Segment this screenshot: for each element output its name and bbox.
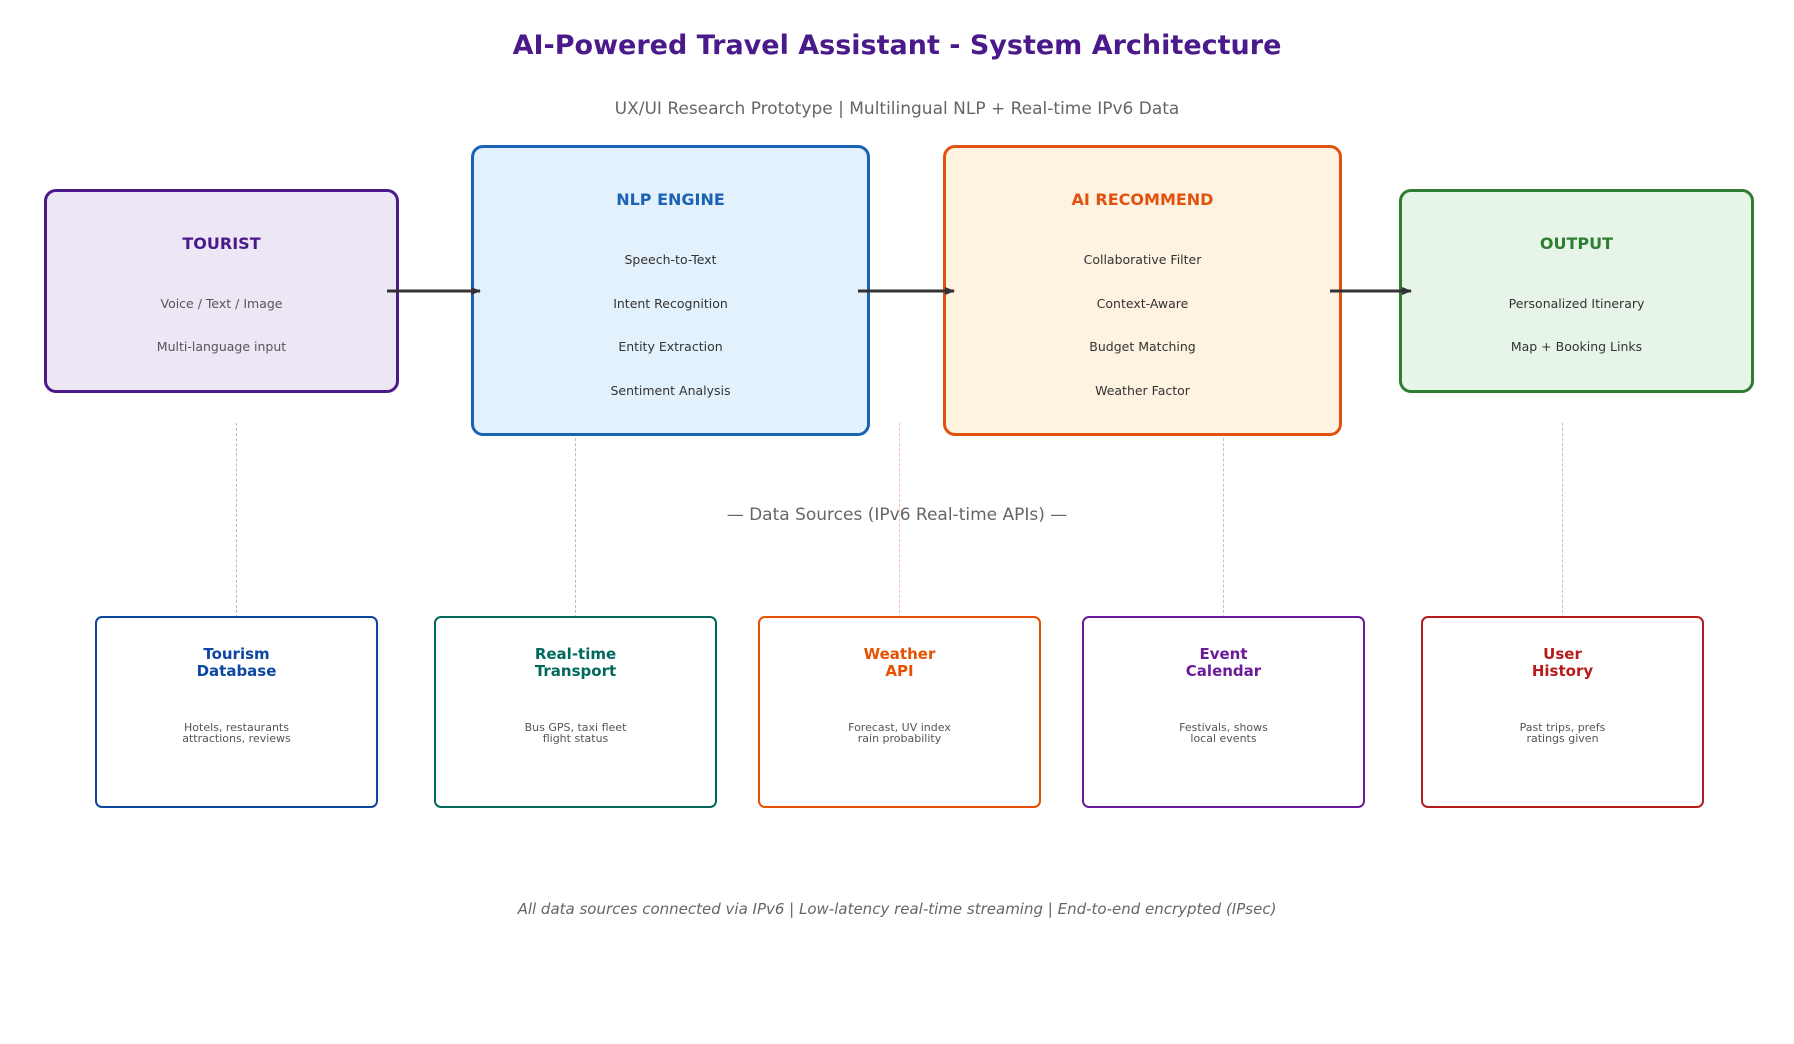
stage-item: Sentiment Analysis <box>610 383 731 398</box>
source-title: Real-time Transport <box>436 646 715 680</box>
stage-item: Map + Booking Links <box>1510 339 1643 354</box>
connector-weather <box>899 423 900 623</box>
stage-item: Personalized Itinerary <box>1508 296 1645 311</box>
source-realtime-transport: Real-time Transport Bus GPS, taxi fleet … <box>434 616 717 808</box>
source-desc-line: local events <box>1190 732 1257 745</box>
source-title-line: Real-time <box>534 645 617 663</box>
stage-ai-recommend: AI RECOMMEND Collaborative Filter Contex… <box>943 145 1342 436</box>
stage-nlp-engine: NLP ENGINE Speech-to-Text Intent Recogni… <box>471 145 870 436</box>
source-title-line: Tourism <box>203 645 270 663</box>
source-desc-line: Forecast, UV index <box>848 721 951 734</box>
connector-history <box>1562 423 1563 623</box>
stage-item: Intent Recognition <box>613 296 728 311</box>
source-title-line: Calendar <box>1185 662 1262 680</box>
data-sources-label: — Data Sources (IPv6 Real-time APIs) — <box>726 505 1068 525</box>
stage-title: NLP ENGINE <box>616 190 725 209</box>
stage-item: Multi-language input <box>156 339 287 354</box>
footer-note: All data sources connected via IPv6 | Lo… <box>517 900 1277 918</box>
stage-item: Entity Extraction <box>618 339 723 354</box>
stage-item: Collaborative Filter <box>1083 252 1202 267</box>
source-description: Bus GPS, taxi fleet flight status <box>436 722 715 744</box>
connector-transport <box>575 423 576 623</box>
source-description: Past trips, prefs ratings given <box>1423 722 1702 744</box>
source-event-calendar: Event Calendar Festivals, shows local ev… <box>1082 616 1365 808</box>
diagram-subtitle: UX/UI Research Prototype | Multilingual … <box>614 99 1180 119</box>
source-title-line: Event <box>1199 645 1248 663</box>
source-tourism-database: Tourism Database Hotels, restaurants att… <box>95 616 378 808</box>
stage-item: Context-Aware <box>1096 296 1189 311</box>
source-title-line: User <box>1543 645 1582 663</box>
source-desc-line: ratings given <box>1526 732 1599 745</box>
source-desc-line: Hotels, restaurants <box>184 721 289 734</box>
stage-title: OUTPUT <box>1539 234 1614 253</box>
source-title: User History <box>1423 646 1702 680</box>
source-desc-line: Festivals, shows <box>1179 721 1268 734</box>
stage-tourist: TOURIST Voice / Text / Image Multi-langu… <box>44 189 399 393</box>
source-user-history: User History Past trips, prefs ratings g… <box>1421 616 1704 808</box>
source-desc-line: rain probability <box>857 732 942 745</box>
source-title-line: Database <box>196 662 277 680</box>
stage-item: Voice / Text / Image <box>160 296 283 311</box>
source-desc-line: flight status <box>542 732 609 745</box>
source-title-line: Transport <box>534 662 617 680</box>
source-title: Tourism Database <box>97 646 376 680</box>
source-desc-line: Past trips, prefs <box>1519 721 1606 734</box>
source-description: Hotels, restaurants attractions, reviews <box>97 722 376 744</box>
connector-tourism <box>236 423 237 623</box>
source-description: Forecast, UV index rain probability <box>760 722 1039 744</box>
source-desc-line: attractions, reviews <box>182 732 291 745</box>
stage-title: TOURIST <box>182 234 261 253</box>
source-title-line: API <box>885 662 914 680</box>
source-title: Event Calendar <box>1084 646 1363 680</box>
source-title-line: Weather <box>863 645 936 663</box>
diagram-title: AI-Powered Travel Assistant - System Arc… <box>512 30 1282 61</box>
source-title: Weather API <box>760 646 1039 680</box>
source-title-line: History <box>1531 662 1594 680</box>
stage-item: Weather Factor <box>1095 383 1190 398</box>
stage-item: Budget Matching <box>1089 339 1196 354</box>
source-description: Festivals, shows local events <box>1084 722 1363 744</box>
source-desc-line: Bus GPS, taxi fleet <box>524 721 627 734</box>
stage-output: OUTPUT Personalized Itinerary Map + Book… <box>1399 189 1754 393</box>
connector-event <box>1223 423 1224 623</box>
stage-item: Speech-to-Text <box>624 252 717 267</box>
source-weather-api: Weather API Forecast, UV index rain prob… <box>758 616 1041 808</box>
stage-title: AI RECOMMEND <box>1071 190 1214 209</box>
